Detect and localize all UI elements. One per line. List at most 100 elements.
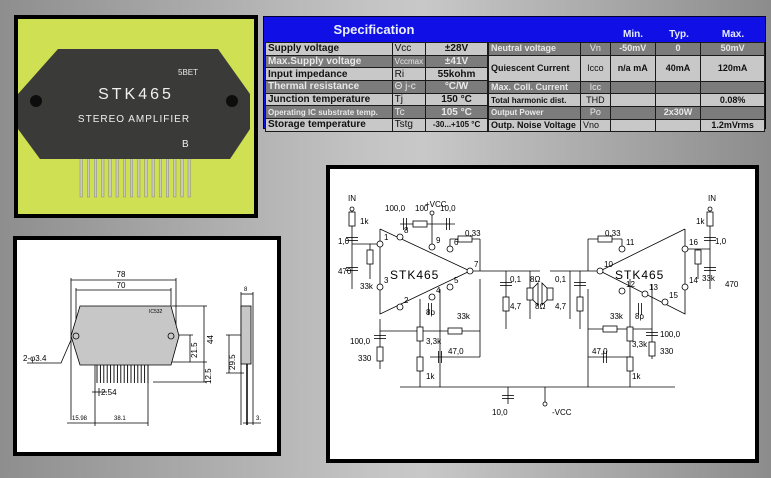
symbol: Tstg xyxy=(391,118,427,132)
pin-label: 3 xyxy=(384,276,389,285)
param-label: Quiescent Current xyxy=(488,54,581,82)
terminal-node xyxy=(707,206,713,212)
left-r-33k-in: 33k xyxy=(360,282,374,291)
value: °C/W xyxy=(425,80,488,94)
vcc-positive-label: +VCC xyxy=(425,200,447,209)
left-r-33k2: 3,3k xyxy=(426,337,442,346)
speaker-cone xyxy=(532,282,539,306)
pin-node xyxy=(596,267,604,275)
resistor xyxy=(602,325,618,333)
pin-label: 1 xyxy=(384,233,389,242)
typ-value xyxy=(654,118,702,133)
typ-value xyxy=(654,80,702,95)
max-value: 1.2mVrms xyxy=(700,118,765,133)
chip-lead xyxy=(130,156,134,198)
left-c-in: 1,0 xyxy=(338,237,350,246)
pin-label: 15 xyxy=(669,291,678,300)
right-chip-label: STK465 xyxy=(615,268,664,282)
right-c-470: 470 xyxy=(725,280,739,289)
param-label: Input impedance xyxy=(265,67,393,82)
symbol: Ri xyxy=(391,67,427,82)
mount-hole-left xyxy=(30,95,42,107)
pin-node xyxy=(466,267,474,275)
max-value: 50mV xyxy=(700,42,765,56)
resistor xyxy=(648,341,656,357)
chip-code: 5BET xyxy=(178,68,198,77)
left-speaker: 8Ω xyxy=(530,275,540,284)
right-r-47: 4,7 xyxy=(555,302,567,311)
value: ±41V xyxy=(425,54,488,69)
schematic-diagram: +VCC -VCC 10,0 STK465 STK465 IN 1k 1,0 4… xyxy=(338,194,739,417)
pin-node xyxy=(396,233,404,241)
resistor xyxy=(457,235,473,243)
terminal-node xyxy=(429,210,435,216)
param-label: Neutral voltage xyxy=(488,42,581,56)
right-r-1k: 1k xyxy=(632,372,641,381)
chip-lead xyxy=(187,156,191,198)
right-r-in: 1k xyxy=(696,217,705,226)
chip-lead xyxy=(144,156,148,198)
typ-value: 0 xyxy=(654,42,702,56)
min-value xyxy=(609,118,656,133)
chip-part-number: STK465 xyxy=(98,86,174,103)
typ-value: 2x30W xyxy=(654,106,702,120)
left-r-330: 330 xyxy=(358,354,372,363)
c-bottom-label: 10,0 xyxy=(492,408,508,417)
right-c-47: 47,0 xyxy=(592,347,608,356)
pin-label: 6 xyxy=(454,238,459,247)
pin-node xyxy=(376,283,384,291)
symbol: Icc xyxy=(579,80,611,95)
chip-leads xyxy=(79,156,191,198)
chip-lead xyxy=(122,156,126,198)
pin-node xyxy=(446,245,454,253)
param-label: Thermal resistance xyxy=(265,80,393,94)
speaker-icon xyxy=(526,287,534,301)
param-label: Operating IC substrate temp. xyxy=(265,105,393,120)
chip-lead xyxy=(108,156,112,198)
terminal-node xyxy=(542,401,548,407)
right-r-033: 0,33 xyxy=(605,229,621,238)
value: ±28V xyxy=(425,42,488,56)
right-c-8p: 8p xyxy=(635,312,644,321)
resistor xyxy=(416,356,424,372)
left-r-1k: 1k xyxy=(426,372,435,381)
param-label: Output Power xyxy=(488,106,581,120)
col-header-min: Min. xyxy=(623,29,643,40)
right-r-33k2: 3,3k xyxy=(632,340,648,349)
min-value xyxy=(609,106,656,120)
terminal-node xyxy=(349,206,355,212)
pin-node xyxy=(396,303,404,311)
hole-left xyxy=(72,332,80,340)
dim-side-height: 29.5 xyxy=(228,354,237,370)
chip-lead xyxy=(137,156,141,198)
pin-label: 16 xyxy=(689,238,698,247)
symbol: Tj xyxy=(391,92,427,107)
right-c-in: 1,0 xyxy=(715,237,727,246)
dim-holes: 70 xyxy=(117,281,126,290)
right-in-label: IN xyxy=(708,194,716,203)
schematic-wires xyxy=(351,209,711,404)
left-c-01: 0,1 xyxy=(510,275,522,284)
pin-node xyxy=(661,298,669,306)
right-c-100: 100,0 xyxy=(660,330,681,339)
symbol: Vn xyxy=(579,42,611,56)
left-c-8p: 8p xyxy=(426,308,435,317)
resistor xyxy=(447,327,463,335)
param-label: Outp. Noise Voltage xyxy=(488,118,581,133)
package-drawing: 78 70 IC532 44 21.5 12.5 2.54 2-φ3.4 15.… xyxy=(13,236,281,456)
dim-offset: 15.98 xyxy=(72,416,88,422)
dim-lead: 12.5 xyxy=(204,368,213,384)
speaker-icon xyxy=(546,287,554,301)
chip-lead xyxy=(86,156,90,198)
left-r-100: 100 xyxy=(415,204,429,213)
max-value: 120mA xyxy=(700,54,765,82)
param-label: Max. Coll. Current xyxy=(488,80,581,95)
chip-lead xyxy=(79,156,83,198)
dim-height: 44 xyxy=(206,335,215,344)
left-in-label: IN xyxy=(348,194,356,203)
